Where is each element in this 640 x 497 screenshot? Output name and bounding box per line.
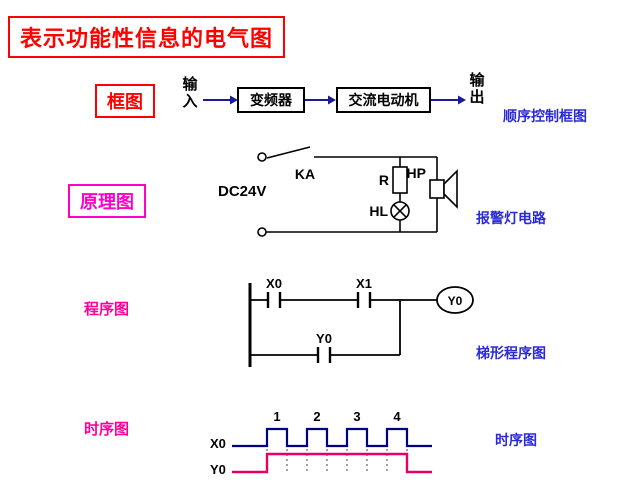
block-output-label: 输出 bbox=[469, 72, 485, 107]
block-box-inverter: 变频器 bbox=[237, 87, 305, 113]
section-label-ladder: 程序图 bbox=[84, 301, 130, 318]
resistor-label: R bbox=[379, 172, 389, 188]
contact-x0-icon bbox=[266, 292, 282, 308]
block-input-label: 输入 bbox=[182, 76, 198, 111]
resistor-icon bbox=[392, 166, 408, 194]
arrow-input bbox=[203, 95, 238, 105]
contact-x0-label: X0 bbox=[266, 276, 282, 291]
section-label-schematic: 原理图 bbox=[68, 184, 146, 218]
contact-y0-label: Y0 bbox=[316, 331, 332, 346]
pulse-number-4: 4 bbox=[393, 409, 401, 424]
block-diagram-arrows bbox=[203, 95, 466, 105]
lamp-label: HL bbox=[369, 203, 388, 219]
pulse-number-3: 3 bbox=[353, 409, 360, 424]
signal-x0-label: X0 bbox=[210, 436, 226, 451]
signal-y0-label: Y0 bbox=[210, 462, 226, 477]
arrowhead-icon bbox=[328, 95, 336, 105]
supply-label: DC24V bbox=[218, 183, 266, 200]
section-label-block-diagram: 框图 bbox=[95, 84, 155, 118]
lamp-icon bbox=[390, 201, 410, 221]
ladder-diagram: X0 X1 Y0 Y0 bbox=[248, 276, 474, 367]
contact-y0-icon bbox=[316, 347, 332, 363]
arrow-middle bbox=[305, 95, 336, 105]
pulse-number-2: 2 bbox=[313, 409, 320, 424]
caption-ladder: 梯形程序图 bbox=[476, 345, 546, 361]
terminal-top-icon bbox=[257, 152, 267, 162]
arrowhead-icon bbox=[230, 95, 238, 105]
y0-waveform bbox=[232, 452, 432, 474]
output-coil-icon bbox=[436, 286, 474, 314]
arrow-output bbox=[431, 95, 466, 105]
caption-schematic: 报警灯电路 bbox=[476, 210, 546, 226]
caption-block-diagram: 顺序控制框图 bbox=[503, 108, 587, 124]
arrowhead-icon bbox=[458, 95, 466, 105]
switch-blade-icon bbox=[266, 146, 311, 159]
section-label-timing: 时序图 bbox=[84, 421, 130, 438]
contact-x1-icon bbox=[356, 292, 372, 308]
contact-x1-label: X1 bbox=[356, 276, 372, 291]
page-title: 表示功能性信息的电气图 bbox=[8, 16, 286, 58]
alarm-circuit-schematic: KA DC24V R HL HP bbox=[218, 146, 458, 237]
relay-label: KA bbox=[295, 166, 315, 182]
pulse-number-1: 1 bbox=[273, 409, 280, 424]
terminal-bottom-icon bbox=[257, 227, 267, 237]
speaker-label: HP bbox=[407, 165, 426, 181]
speaker-icon bbox=[429, 169, 458, 209]
x0-waveform bbox=[232, 427, 432, 448]
timing-diagram: 1 2 3 4 X0 Y0 bbox=[210, 409, 432, 477]
output-coil-label: Y0 bbox=[448, 294, 463, 308]
caption-timing: 时序图 bbox=[495, 432, 537, 448]
block-box-ac-motor: 交流电动机 bbox=[336, 87, 431, 113]
